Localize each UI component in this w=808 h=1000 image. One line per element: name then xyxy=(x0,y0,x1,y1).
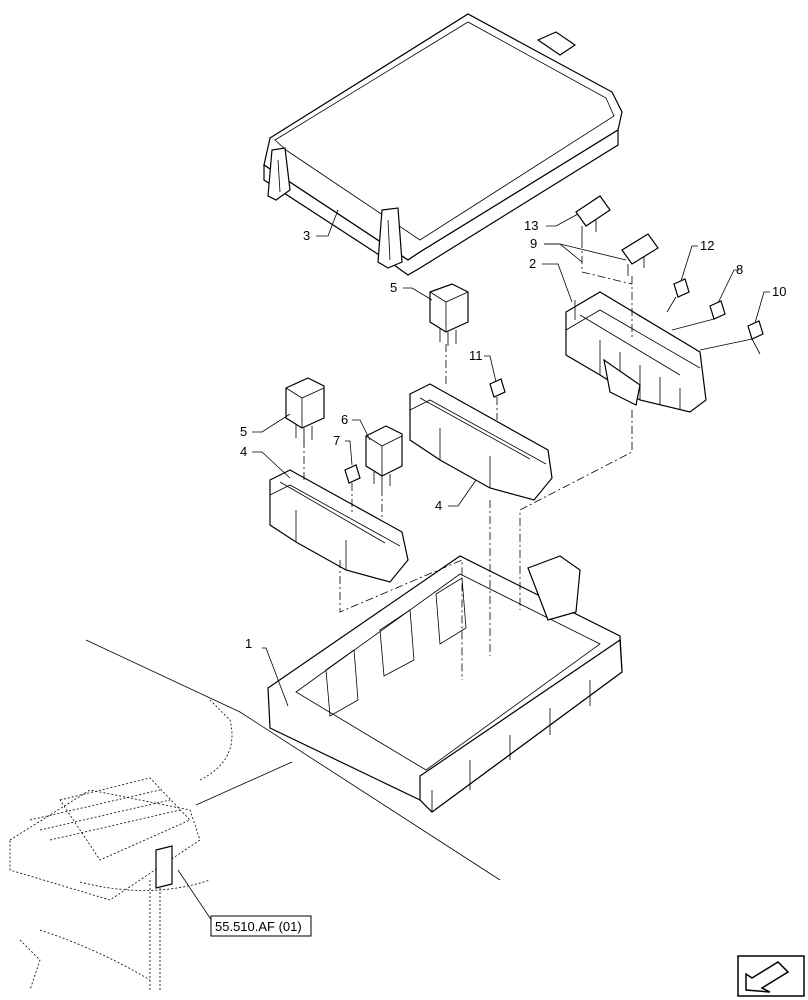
callout-5-left: 5 xyxy=(240,424,247,439)
callout-labels: 1 2 3 4 4 5 5 6 7 8 9 10 11 12 13 xyxy=(240,218,786,651)
relay-block-part-2 xyxy=(565,291,707,413)
fuse-block-part-4-right xyxy=(409,383,553,501)
callout-6: 6 xyxy=(341,412,348,427)
callout-12: 12 xyxy=(700,238,714,253)
fuse-part-11 xyxy=(489,378,506,398)
callout-1: 1 xyxy=(245,636,252,651)
reference-label[interactable]: 55.510.AF (01) xyxy=(215,919,302,934)
relay-part-6 xyxy=(365,425,403,488)
fuse-part-12 xyxy=(673,278,690,298)
callout-5-top: 5 xyxy=(390,280,397,295)
maxi-fuse-part-13 xyxy=(575,195,611,240)
callout-9: 9 xyxy=(530,236,537,251)
assembly-lines xyxy=(303,240,761,680)
callout-2: 2 xyxy=(529,256,536,271)
reference-link[interactable]: 55.510.AF (01) xyxy=(210,915,312,937)
fuse-part-7 xyxy=(344,464,361,484)
callout-3: 3 xyxy=(303,228,310,243)
callout-8: 8 xyxy=(736,262,743,277)
callout-4-right: 4 xyxy=(435,498,442,513)
vehicle-location-inset xyxy=(9,639,501,991)
relay-part-5-top xyxy=(429,283,469,346)
callout-11: 11 xyxy=(469,348,483,363)
callout-leaders xyxy=(177,209,770,925)
callout-7: 7 xyxy=(333,433,340,448)
base-housing-part-1 xyxy=(267,555,623,813)
cover-part xyxy=(263,13,623,276)
fuse-block-part-4-left xyxy=(269,469,409,583)
arrow-return-icon[interactable] xyxy=(737,955,805,997)
maxi-fuse-part-9 xyxy=(621,233,659,276)
callout-13: 13 xyxy=(524,218,538,233)
callout-10: 10 xyxy=(772,284,786,299)
fuse-part-10 xyxy=(747,320,764,340)
fuse-part-8 xyxy=(709,300,726,320)
callout-4-left: 4 xyxy=(240,444,247,459)
relay-part-5-left xyxy=(285,377,325,442)
